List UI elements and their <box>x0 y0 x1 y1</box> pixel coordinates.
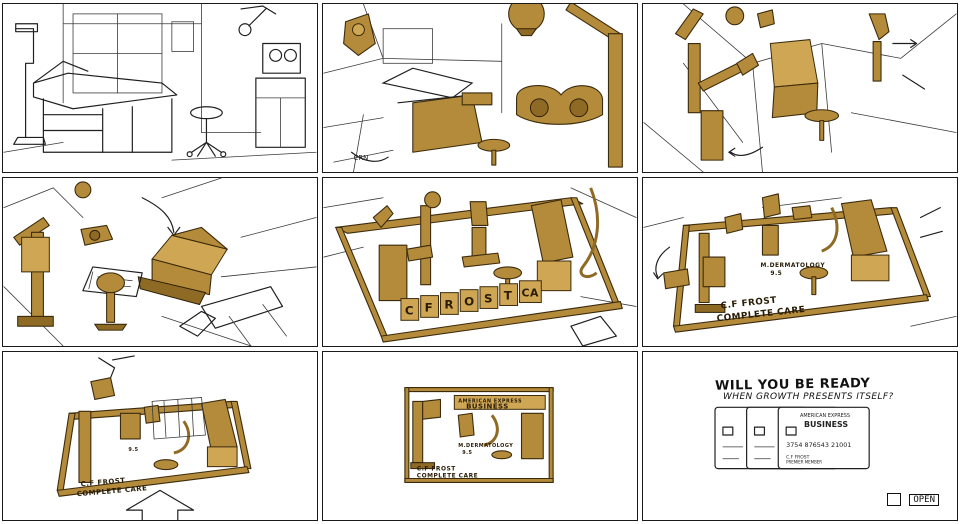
card-front <box>777 406 870 470</box>
svg-text:CRN: CRN <box>354 154 369 162</box>
panel-5-flat-sprue: C F R O S T CA <box>322 177 638 347</box>
card-holder-line-2: PREMIER MEMBER <box>786 460 822 465</box>
overhead-sprue-illustration: 9.5 C.F FROST COMPLETE CARE <box>56 355 252 520</box>
exam-room-sketch-illustration <box>3 4 317 161</box>
flattening-room-illustration <box>3 178 317 346</box>
tilting-sprue-illustration: M.DERMATOLOGY 9.5 C.F FROST COMPLETE CAR… <box>643 193 957 333</box>
letter-tile-o: O <box>464 294 475 308</box>
panel-2-room-turning-gold: CRN <box>322 3 638 173</box>
card-brand: AMERICAN EXPRESS <box>800 413 850 419</box>
sprue-card-illustration: AMERICAN EXPRESS BUSINESS M.DERMATOLOGY … <box>404 387 554 483</box>
card-number: 3754 876543 21001 <box>786 441 851 449</box>
card-holder: C.F FROST <box>786 455 809 461</box>
plate-number: 9.5 <box>770 271 782 277</box>
plate-card-name: BUSINESS <box>466 402 509 410</box>
letter-tile-s: S <box>484 292 493 306</box>
rotating-room-illustration <box>643 4 957 172</box>
panel-7-sprue-overhead: 9.5 C.F FROST COMPLETE CARE <box>2 351 318 521</box>
plate-line-1: C.F FROST <box>80 477 125 489</box>
plate-header: AMERICAN EXPRESS <box>458 398 522 404</box>
letter-tile-t: T <box>504 289 513 303</box>
plate-line-1: C.F FROST <box>417 467 456 473</box>
letter-tile-f: F <box>425 300 434 314</box>
plate-line-2: COMPLETE CARE <box>417 474 478 480</box>
tagline-subline: WHEN GROWTH PRESENTS ITSELF? <box>723 392 894 402</box>
panel-9-final-cards: WILL YOU BE READY WHEN GROWTH PRESENTS I… <box>642 351 958 521</box>
plate-small-label: M.DERMATOLOGY <box>458 443 513 449</box>
letter-tiles: C F R O S T CA <box>400 280 542 321</box>
plate-number: 9.5 <box>462 450 472 456</box>
plate-card-label: M.DERMATOLOGY <box>760 263 825 269</box>
panel-6-sprue-tilting: M.DERMATOLOGY 9.5 C.F FROST COMPLETE CAR… <box>642 177 958 347</box>
up-arrow-icon <box>125 489 195 520</box>
plate-number: 9.5 <box>128 447 138 453</box>
flat-sprue-illustration: C F R O S T CA <box>323 187 637 346</box>
panel-3-rotating-room <box>642 3 958 173</box>
panel-1-exam-room-sketch <box>2 3 318 173</box>
open-logo-mark <box>887 493 901 506</box>
panel-8-sprue-card: AMERICAN EXPRESS BUSINESS M.DERMATOLOGY … <box>322 351 638 521</box>
card-name: BUSINESS <box>804 420 848 429</box>
cards-illustration: AMERICAN EXPRESS BUSINESS 3754 876543 21… <box>714 406 870 470</box>
open-logo: OPEN <box>909 494 939 506</box>
letter-tile-c: C <box>405 303 414 317</box>
gold-exam-room-illustration: CRN <box>323 4 623 172</box>
panel-4-room-flattening <box>2 177 318 347</box>
letter-tile-r: R <box>444 297 454 311</box>
letter-tile-ca: CA <box>522 287 539 300</box>
